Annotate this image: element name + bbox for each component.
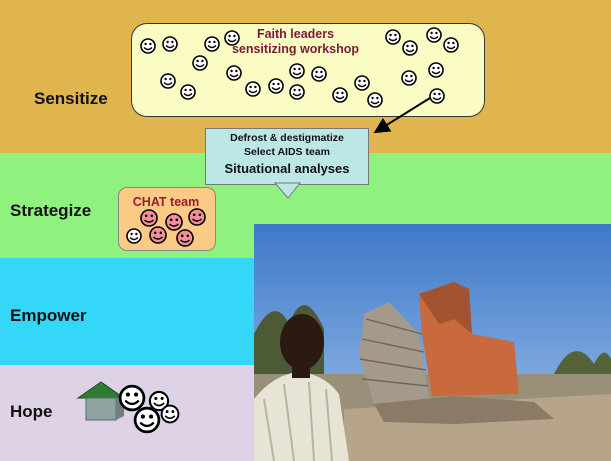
smiley-face-icon (160, 404, 180, 424)
label-empower: Empower (10, 306, 87, 325)
chat-team-faces (126, 208, 206, 247)
smiley-face-icon (162, 36, 178, 52)
smiley-face-icon (176, 229, 194, 247)
smiley-face-icon (126, 228, 142, 244)
smiley-face-icon (426, 27, 442, 43)
label-sensitize: Sensitize (34, 89, 108, 108)
smiley-face-icon (226, 65, 242, 81)
callout-pointer (273, 182, 302, 199)
smiley-face-icon (160, 73, 176, 89)
callout-line3: Situational analyses (224, 161, 350, 176)
workshop-title-line1: Faith leaders (256, 27, 335, 41)
smiley-face-icon (204, 36, 220, 52)
smiley-face-icon (224, 30, 240, 46)
smiley-face-icon (289, 63, 305, 79)
smiley-face-icon (289, 84, 305, 100)
smiley-face-icon (149, 226, 167, 244)
label-strategize: Strategize (10, 201, 92, 220)
smiley-face-icon (165, 213, 183, 231)
smiley-face-icon (385, 29, 401, 45)
arrow-icon (373, 97, 431, 134)
smiley-face-icon (429, 88, 445, 104)
smiley-face-icon (188, 208, 206, 226)
callout-line1: Defrost & destigmatize (230, 132, 344, 144)
smiley-face-icon (311, 66, 327, 82)
workshop-title-line2: sensitizing workshop (231, 42, 360, 56)
smiley-face-icon (268, 78, 284, 94)
smiley-face-icon (192, 55, 208, 71)
photo-man-ruined-house (254, 224, 611, 461)
workshop-smiley-faces (140, 27, 459, 108)
smiley-face-icon (402, 40, 418, 56)
smiley-face-icon (133, 406, 161, 434)
smiley-face-icon (140, 209, 158, 227)
smiley-face-icon (118, 384, 146, 412)
smiley-face-icon (401, 70, 417, 86)
smiley-face-icon (428, 62, 444, 78)
smiley-face-icon (443, 37, 459, 53)
smiley-face-icon (180, 84, 196, 100)
smiley-face-icon (367, 92, 383, 108)
smiley-face-icon (332, 87, 348, 103)
hope-faces (118, 384, 180, 434)
smiley-face-icon (354, 75, 370, 91)
callout-line2: Select AIDS team (244, 146, 330, 158)
chat-team-title: CHAT team (132, 195, 200, 209)
smiley-face-icon (140, 38, 156, 54)
label-hope: Hope (10, 402, 53, 421)
house-icon (76, 381, 126, 421)
smiley-face-icon (245, 81, 261, 97)
workshop-title: Faith leaders sensitizing workshop (228, 27, 363, 57)
